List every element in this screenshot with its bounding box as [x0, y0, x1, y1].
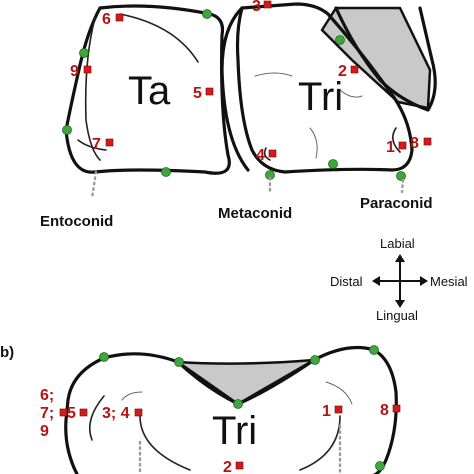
svg-text:3; 4: 3; 4 — [102, 405, 130, 422]
landmark-8: 8 — [380, 402, 401, 419]
svg-text:4: 4 — [256, 147, 265, 164]
trigonid-label: Tri — [298, 75, 343, 119]
semilandmark-point — [62, 125, 72, 135]
paraconid-crest — [392, 127, 401, 153]
landmark-3: 3 — [252, 0, 272, 15]
arrow-up-icon — [395, 254, 405, 262]
svg-text:2: 2 — [223, 459, 232, 474]
talonid-crest — [139, 415, 191, 471]
landmark-2: 2 — [338, 63, 359, 80]
svg-text:9: 9 — [70, 63, 79, 80]
svg-text:7;: 7; — [40, 405, 54, 422]
svg-text:1: 1 — [322, 403, 331, 420]
labial-label: Labial — [380, 236, 415, 251]
landmark-7: 7 — [92, 136, 114, 153]
arrow-left-icon — [372, 276, 380, 286]
svg-text:6: 6 — [102, 11, 111, 28]
semilandmark-point — [369, 345, 379, 355]
svg-text:8: 8 — [380, 402, 389, 419]
landmark-6-7-9: 6; 7; 9 — [40, 387, 68, 440]
trigonid-left-wall — [220, 6, 250, 172]
semilandmark-point — [328, 159, 338, 169]
trigonid-inner-line-3 — [339, 89, 363, 98]
svg-text:5: 5 — [193, 85, 202, 102]
talonid-entoconid-crest — [77, 139, 107, 151]
trigonid-inner-line-2 — [309, 127, 318, 159]
panel-b: b) Tri 6; 7; 9 5 3; 4 — [0, 344, 401, 474]
landmark-9: 9 — [70, 63, 92, 80]
landmark-8: 8 — [410, 135, 432, 152]
entoconid-label: Entoconid — [40, 213, 113, 230]
landmark-2: 2 — [223, 459, 244, 474]
trigonid-inner-line — [254, 72, 293, 77]
paraconid-leader — [400, 178, 405, 194]
orientation-compass: Labial Distal Mesial Lingual — [330, 236, 468, 323]
semilandmark-point — [161, 167, 171, 177]
landmark-3-4: 3; 4 — [102, 405, 143, 422]
svg-text:3: 3 — [252, 0, 261, 15]
entoconid-leader — [90, 170, 98, 200]
svg-text:6;: 6; — [40, 387, 54, 404]
talonid-inner-wall — [84, 17, 101, 161]
mesial-label: Mesial — [430, 274, 468, 289]
panel-a: Ta Tri 1 2 3 4 5 — [40, 0, 437, 230]
semilandmark-point — [174, 357, 184, 367]
semilandmark-point — [396, 171, 406, 181]
paraconid-label: Paraconid — [360, 195, 433, 212]
svg-text:1: 1 — [386, 139, 395, 156]
landmark-5: 5 — [193, 85, 214, 102]
landmark-5: 5 — [67, 405, 88, 422]
talonid-inner-curve — [121, 391, 143, 401]
trigonid-outline — [235, 2, 414, 174]
semilandmark-point — [79, 48, 89, 58]
semilandmark-point — [375, 461, 385, 471]
metaconid-crest — [263, 147, 271, 161]
panel-b-label: b) — [0, 344, 14, 361]
landmark-1: 1 — [386, 139, 407, 156]
trigonid-label-b: Tri — [212, 409, 257, 453]
svg-text:5: 5 — [67, 405, 76, 422]
semilandmark-point — [202, 9, 212, 19]
talonid-ridge — [119, 13, 199, 63]
arrow-down-icon — [395, 300, 405, 308]
semilandmark-point — [310, 355, 320, 365]
talonid-label: Ta — [128, 69, 171, 113]
metaconid-label: Metaconid — [218, 205, 292, 222]
crown-outline — [64, 345, 398, 474]
svg-text:8: 8 — [410, 135, 419, 152]
landmark-6: 6 — [102, 11, 124, 28]
svg-text:7: 7 — [92, 136, 101, 153]
landmark-1: 1 — [322, 403, 343, 420]
arrow-right-icon — [420, 276, 428, 286]
distal-crest — [88, 395, 105, 441]
svg-text:2: 2 — [338, 63, 347, 80]
semilandmark-point — [233, 399, 243, 409]
svg-text:9: 9 — [40, 423, 49, 440]
shaded-notch — [176, 358, 316, 406]
talonid-outline — [64, 4, 231, 175]
landmark-4: 4 — [256, 147, 277, 164]
mesial-inner-curve — [325, 381, 353, 405]
semilandmark-point — [99, 352, 109, 362]
semilandmark-point — [335, 35, 345, 45]
distal-label: Distal — [330, 274, 363, 289]
paraconid-lobe — [334, 6, 437, 112]
lingual-label: Lingual — [376, 308, 418, 323]
mesial-crest — [299, 415, 341, 471]
